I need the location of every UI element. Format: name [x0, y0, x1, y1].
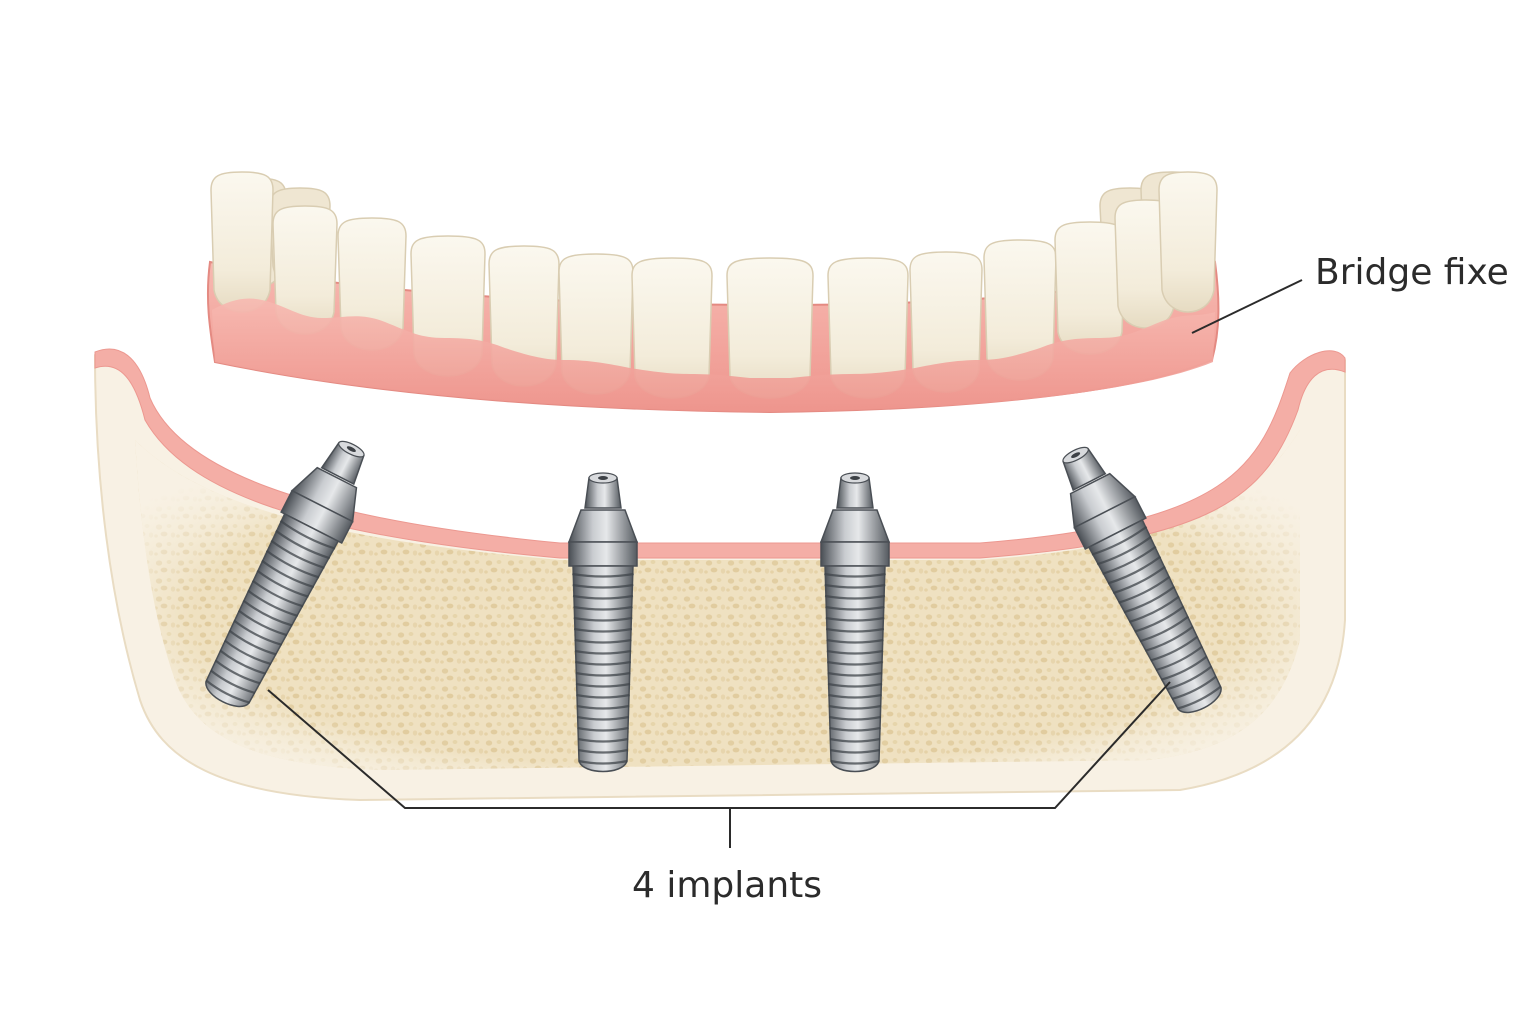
bridge-callout: Bridge fixe: [1192, 252, 1509, 333]
bridge-label: Bridge fixe: [1315, 252, 1509, 293]
dental-implant-icon: [569, 473, 637, 772]
bridge-tooth: [1055, 222, 1125, 354]
bridge-tooth: [1159, 172, 1217, 312]
dental-implant-icon: [821, 473, 889, 772]
bridge-tooth: [211, 172, 273, 312]
dental-bridge: [208, 172, 1219, 412]
implants-label: 4 implants: [632, 865, 822, 906]
